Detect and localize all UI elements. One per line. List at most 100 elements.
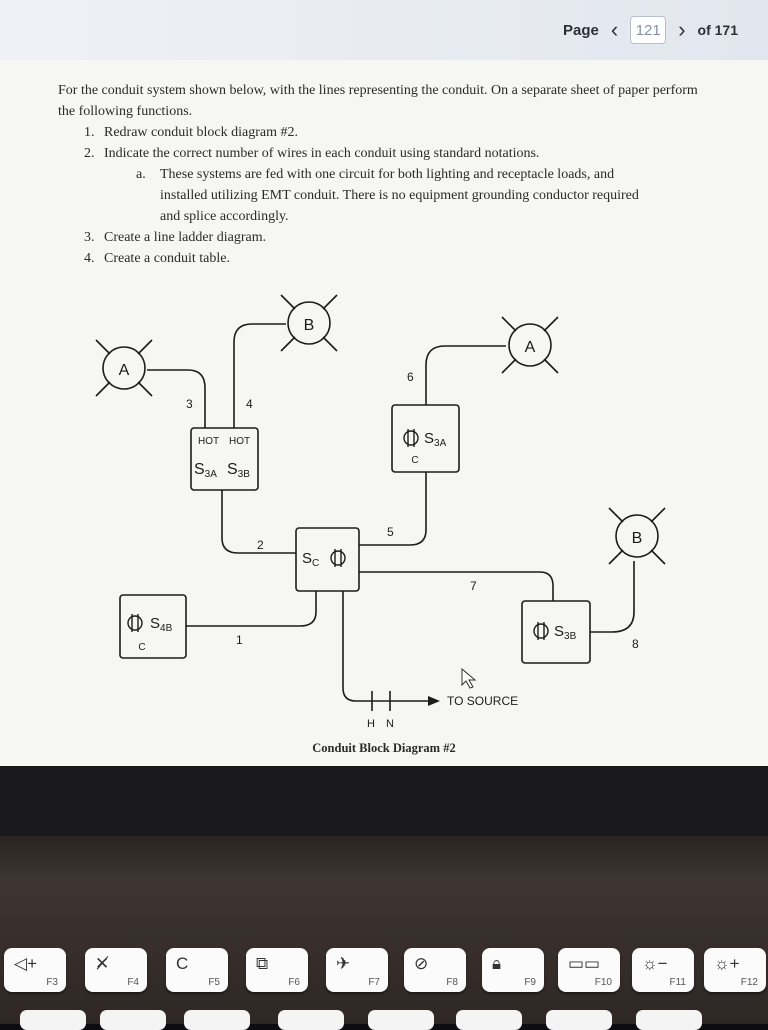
intro-text: For the conduit system shown below, with… xyxy=(58,83,698,119)
hot-label: H xyxy=(367,718,375,730)
conduit-6 xyxy=(425,345,506,405)
fn-label: F10 xyxy=(594,977,612,988)
mic-mute-icon: ✕̸ xyxy=(95,954,110,973)
light-b-top: B xyxy=(280,294,338,352)
conduit-label-6: 6 xyxy=(407,370,414,384)
number-key[interactable] xyxy=(368,1010,434,1030)
camera-off-icon: ⊘ xyxy=(414,954,429,973)
lock-key[interactable]: 🔒︎ F9 xyxy=(482,948,544,992)
receptacle-box-sc: SC xyxy=(295,527,360,592)
display-icon: ▭▭ xyxy=(568,954,601,973)
step-2: 2.Indicate the correct number of wires i… xyxy=(84,146,540,161)
svg-text:S4B: S4B xyxy=(150,615,173,634)
step-1: 1.Redraw conduit block diagram #2. xyxy=(84,125,299,140)
fn-label: F6 xyxy=(288,977,300,988)
step-2a-cont-2: and splice accordingly. xyxy=(160,209,289,224)
page-label: Page xyxy=(563,21,599,39)
conduit-label-5: 5 xyxy=(387,525,394,539)
svg-text:S3B: S3B xyxy=(227,461,250,480)
number-key[interactable] xyxy=(546,1010,612,1030)
mouse-cursor-icon xyxy=(461,667,477,689)
number-key[interactable] xyxy=(456,1010,522,1030)
receptacle-icon xyxy=(127,614,143,632)
conduit-4 xyxy=(233,323,286,428)
neutral-label: N xyxy=(386,718,394,730)
chevron-right-icon[interactable]: › xyxy=(678,17,686,42)
instructions: For the conduit system shown below, with… xyxy=(58,80,708,269)
brightness-up-icon: ☼+ xyxy=(714,954,740,973)
conduit-block-diagram: A B A B HOT HOT S3A S3B S3A C SC xyxy=(95,294,666,755)
fn-label: F5 xyxy=(208,977,220,988)
step-4: 4.Create a conduit table. xyxy=(84,251,230,266)
conduit-1 xyxy=(186,591,317,627)
svg-text:C: C xyxy=(138,642,145,653)
brightness-up-key[interactable]: ☼+ F12 xyxy=(704,948,766,992)
display-key[interactable]: ▭▭ F10 xyxy=(558,948,620,992)
conduit-3 xyxy=(147,369,206,428)
conduit-5 xyxy=(359,472,427,546)
page-number-input[interactable] xyxy=(630,16,667,44)
receptacle-icon xyxy=(533,622,549,640)
step-2a-cont-1: installed utilizing EMT conduit. There i… xyxy=(160,188,639,203)
page-total: of 171 xyxy=(697,22,738,38)
conduit-2 xyxy=(221,490,296,554)
light-a-left: A xyxy=(95,339,153,397)
fn-label: F7 xyxy=(368,977,380,988)
light-b-right: B xyxy=(608,507,666,565)
svg-text:S3A: S3A xyxy=(194,461,217,480)
volume-up-key[interactable]: ◁+ F3 xyxy=(4,948,66,992)
fn-label: F3 xyxy=(46,977,58,988)
number-key[interactable] xyxy=(278,1010,344,1030)
receptacle-box-s3a: S3A C xyxy=(391,404,460,473)
brightness-down-key[interactable]: ☼− F11 xyxy=(632,948,694,992)
volume-up-icon: ◁+ xyxy=(14,954,38,973)
lock-icon: 🔒︎ xyxy=(492,954,502,973)
fn-label: F11 xyxy=(669,977,687,988)
svg-text:S3B: S3B xyxy=(554,623,577,642)
step-2a: a.These systems are fed with one circuit… xyxy=(136,167,615,182)
refresh-icon: C xyxy=(176,954,189,973)
number-key[interactable] xyxy=(20,1010,86,1030)
chevron-left-icon[interactable]: ‹ xyxy=(610,17,619,42)
airplane-key[interactable]: ✈ F7 xyxy=(326,948,388,992)
screenshot-icon: ⧉ xyxy=(256,954,269,973)
step-3: 3.Create a line ladder diagram. xyxy=(84,230,267,245)
keyboard: ◁+ F3 ✕̸ F4 C F5 ⧉ F6 ✈ F7 ⊘ F8 🔒︎ F9 ▭▭… xyxy=(0,876,768,1030)
svg-text:HOT: HOT xyxy=(198,436,219,447)
receptacle-box-s3b: S3B xyxy=(521,600,591,664)
light-a-right: A xyxy=(501,316,559,374)
svg-text:HOT: HOT xyxy=(229,436,250,447)
to-source-label: TO SOURCE xyxy=(447,694,518,708)
receptacle-icon xyxy=(330,549,346,567)
screenshot-key[interactable]: ⧉ F6 xyxy=(246,948,308,992)
airplane-icon: ✈ xyxy=(336,954,351,973)
conduit-label-8: 8 xyxy=(632,637,639,651)
svg-text:B: B xyxy=(304,317,315,334)
svg-text:A: A xyxy=(119,362,130,379)
viewer-toolbar: Page ‹ › of 171 xyxy=(0,0,768,60)
number-key[interactable] xyxy=(100,1010,166,1030)
number-key[interactable] xyxy=(636,1010,702,1030)
svg-text:SC: SC xyxy=(302,550,319,569)
number-key[interactable] xyxy=(184,1010,250,1030)
conduit-label-3: 3 xyxy=(186,397,193,411)
conduit-label-7: 7 xyxy=(470,579,477,593)
fn-label: F12 xyxy=(740,977,758,988)
conduit-8 xyxy=(590,561,635,633)
camera-off-key[interactable]: ⊘ F8 xyxy=(404,948,466,992)
refresh-key[interactable]: C F5 xyxy=(166,948,228,992)
svg-text:A: A xyxy=(525,339,536,356)
conduit-label-1: 1 xyxy=(236,633,243,647)
fn-label: F9 xyxy=(524,977,536,988)
mic-mute-key[interactable]: ✕̸ F4 xyxy=(85,948,147,992)
pager: Page ‹ › of 171 xyxy=(563,14,738,46)
svg-text:B: B xyxy=(632,530,643,547)
brightness-down-icon: ☼− xyxy=(642,954,668,973)
laptop-hinge xyxy=(0,836,768,876)
document-page: For the conduit system shown below, with… xyxy=(0,60,768,766)
fn-label: F8 xyxy=(446,977,458,988)
svg-text:S3A: S3A xyxy=(424,430,447,449)
switch-box-s3a-s3b: HOT HOT S3A S3B xyxy=(190,427,259,491)
source-arrow xyxy=(428,696,440,706)
conduit-label-2: 2 xyxy=(257,538,264,552)
